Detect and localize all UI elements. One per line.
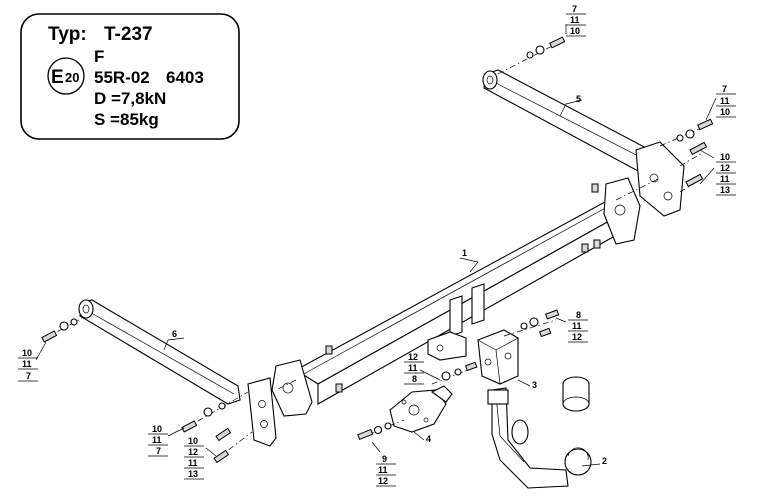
d-value: D =7,8kN — [94, 89, 166, 108]
arm-eye-left — [78, 299, 94, 319]
stack-item: 11 — [572, 321, 582, 331]
approval-prefix: 55R-02 — [94, 68, 150, 87]
stack-left-low: 10 12 11 13 — [184, 436, 204, 480]
part-label-4: 4 — [426, 434, 431, 444]
stack-item: 11 — [22, 359, 32, 369]
right-side-arm — [482, 69, 685, 217]
stack-item: 10 — [188, 436, 198, 446]
class-mark: F — [94, 47, 104, 66]
main-crossbar — [271, 177, 641, 417]
stack-center-right: 8 11 12 — [568, 310, 588, 343]
stack-item: 10 — [152, 424, 162, 434]
s-value: S =85kg — [94, 110, 159, 129]
socket-plate — [389, 385, 453, 433]
stack-left-mid: 10 11 7 — [148, 424, 168, 457]
stack-item: 12 — [408, 352, 418, 362]
e-mark-letter: E — [51, 67, 64, 88]
towball — [487, 376, 592, 489]
part-label-5: 5 — [576, 94, 581, 104]
e-mark-circle — [47, 57, 85, 95]
stack-item: 12 — [720, 163, 730, 173]
stack-item: 11 — [188, 458, 198, 468]
stack-item: 12 — [188, 447, 198, 457]
stack-item: 12 — [572, 332, 582, 342]
type-label: Typ: — [48, 24, 87, 45]
stack-item: 10 — [720, 152, 730, 162]
ball-head — [564, 448, 592, 476]
stack-item: 8 — [412, 374, 417, 384]
stack-right-mid: 7 11 10 — [716, 84, 736, 118]
stack-item: 9 — [382, 454, 387, 464]
stack-left-top: 10 11 7 — [18, 348, 38, 382]
stack-item: 11 — [152, 435, 162, 445]
type-plate-border — [20, 13, 240, 140]
stack-item: 10 — [22, 348, 32, 358]
stack-item: 11 — [720, 174, 730, 184]
part-label-2: 2 — [602, 456, 607, 466]
stack-item: 7 — [722, 84, 727, 94]
stack-item: 10 — [570, 26, 580, 36]
approval-number: 6403 — [166, 68, 204, 87]
stack-item: 7 — [572, 4, 577, 14]
crossbar-right-plate — [603, 177, 641, 245]
stack-item: 11 — [378, 465, 388, 475]
stack-item: 13 — [720, 185, 730, 195]
part-label-6: 6 — [172, 329, 177, 339]
stack-center-left: 12 11 8 — [404, 352, 424, 385]
stack-item: 11 — [720, 96, 730, 106]
center-bracket — [427, 331, 467, 361]
leader-lines — [35, 24, 717, 467]
arm-eye-top — [482, 70, 498, 90]
crossbar-left-plate — [271, 359, 313, 417]
type-value: T-237 — [104, 24, 153, 45]
fasteners — [41, 36, 714, 464]
stack-item: 10 — [720, 107, 730, 117]
e-mark-number: 20 — [65, 70, 79, 85]
part-label-1: 1 — [462, 248, 467, 258]
stack-item: 13 — [188, 469, 198, 479]
stack-item: 11 — [570, 15, 580, 25]
stack-item: 8 — [576, 310, 581, 320]
stack-item: 12 — [378, 476, 388, 486]
stack-item: 11 — [408, 363, 418, 373]
stack-item: 7 — [26, 371, 31, 381]
stack-right-lower: 10 12 11 13 — [716, 152, 736, 196]
stack-top-right: 7 11 10 — [566, 4, 586, 37]
ball-mount-bracket — [477, 329, 519, 385]
stack-bottom-center: 9 11 12 — [376, 454, 396, 487]
type-plate: Typ: T-237 F E 20 55R-02 6403 D =7,8kN S… — [20, 13, 240, 140]
left-side-arm — [78, 299, 277, 447]
part-labels: 1 2 3 4 5 6 — [172, 94, 607, 466]
stack-item: 7 — [156, 446, 161, 456]
part-label-3: 3 — [532, 380, 537, 390]
